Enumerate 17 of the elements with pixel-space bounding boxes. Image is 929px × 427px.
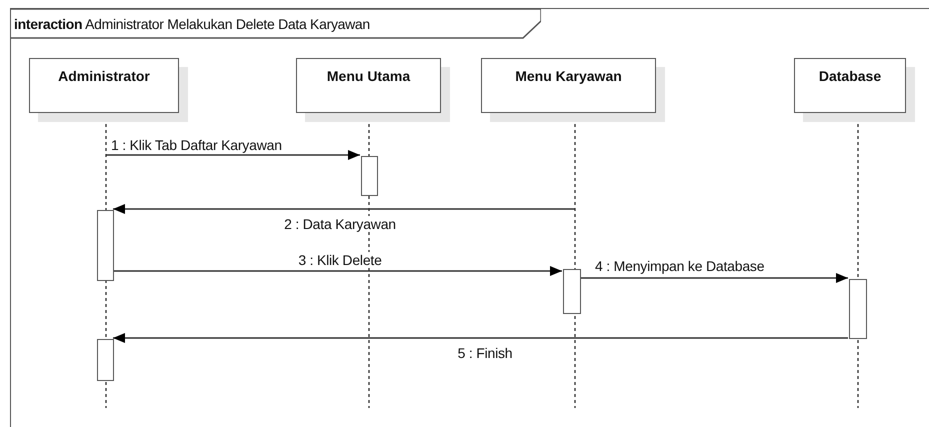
message-arrow <box>113 204 575 214</box>
message-arrow <box>106 150 360 160</box>
message-arrow <box>113 333 848 343</box>
message-arrow <box>580 273 848 283</box>
message-label: 1 : Klik Tab Daftar Karyawan <box>110 137 283 153</box>
activation-bar <box>361 156 378 196</box>
message-label: 3 : Klik Delete <box>297 252 383 268</box>
message-label: 2 : Data Karyawan <box>283 216 397 232</box>
activation-bar <box>97 339 114 381</box>
frame-title: interaction Administrator Melakukan Delete Data Karyawan <box>14 16 370 32</box>
frame-box <box>10 8 929 427</box>
activation-bar <box>849 279 867 339</box>
activation-bar <box>563 269 581 314</box>
message-arrow <box>113 266 562 276</box>
message-label: 5 : Finish <box>456 345 514 361</box>
activation-bar <box>97 210 114 281</box>
message-label: 4 : Menyimpan ke Database <box>594 258 766 274</box>
